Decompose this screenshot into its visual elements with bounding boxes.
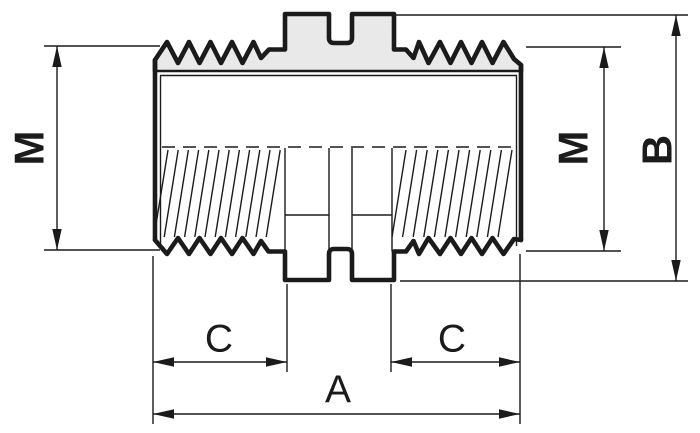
bottom-profile-outline <box>152 235 524 283</box>
dimension-m-left: M <box>6 45 160 251</box>
dimension-m-right: M <box>526 46 621 252</box>
dimension-c-left: C <box>153 318 287 367</box>
arrowhead-left-icon <box>153 357 174 367</box>
arrowhead-right-icon <box>499 409 520 419</box>
arrowhead-right-icon <box>499 357 520 367</box>
dim-label-m-right: M <box>550 131 597 166</box>
arrowhead-down-icon <box>599 230 609 251</box>
extension-lines <box>396 14 688 282</box>
dimension-a: A <box>153 369 520 419</box>
dim-label-b: B <box>634 135 681 165</box>
arrowhead-left-icon <box>153 409 174 419</box>
thread-hatching-left <box>153 149 281 238</box>
arrowhead-right-icon <box>266 357 287 367</box>
dimension-b: B <box>396 14 688 282</box>
arrowhead-up-icon <box>671 15 681 36</box>
arrowhead-down-icon <box>671 260 681 281</box>
dim-label-a: A <box>325 369 351 412</box>
arrowhead-down-icon <box>52 229 62 250</box>
dim-label-c-left: C <box>205 318 233 361</box>
center-bore-lines <box>284 148 393 252</box>
arrowhead-up-icon <box>599 47 609 68</box>
thread-hatching-right <box>391 149 513 238</box>
fitting-body <box>152 11 524 283</box>
bottom-extension-lines <box>152 254 521 424</box>
arrowhead-left-icon <box>391 357 412 367</box>
extension-lines <box>526 46 621 252</box>
dim-label-c-right: C <box>438 318 466 361</box>
dimension-c-right: C <box>391 318 520 367</box>
extension-lines <box>44 45 160 251</box>
dim-label-m-left: M <box>6 131 53 166</box>
arrowhead-up-icon <box>52 46 62 67</box>
top-profile-outline <box>152 11 524 74</box>
